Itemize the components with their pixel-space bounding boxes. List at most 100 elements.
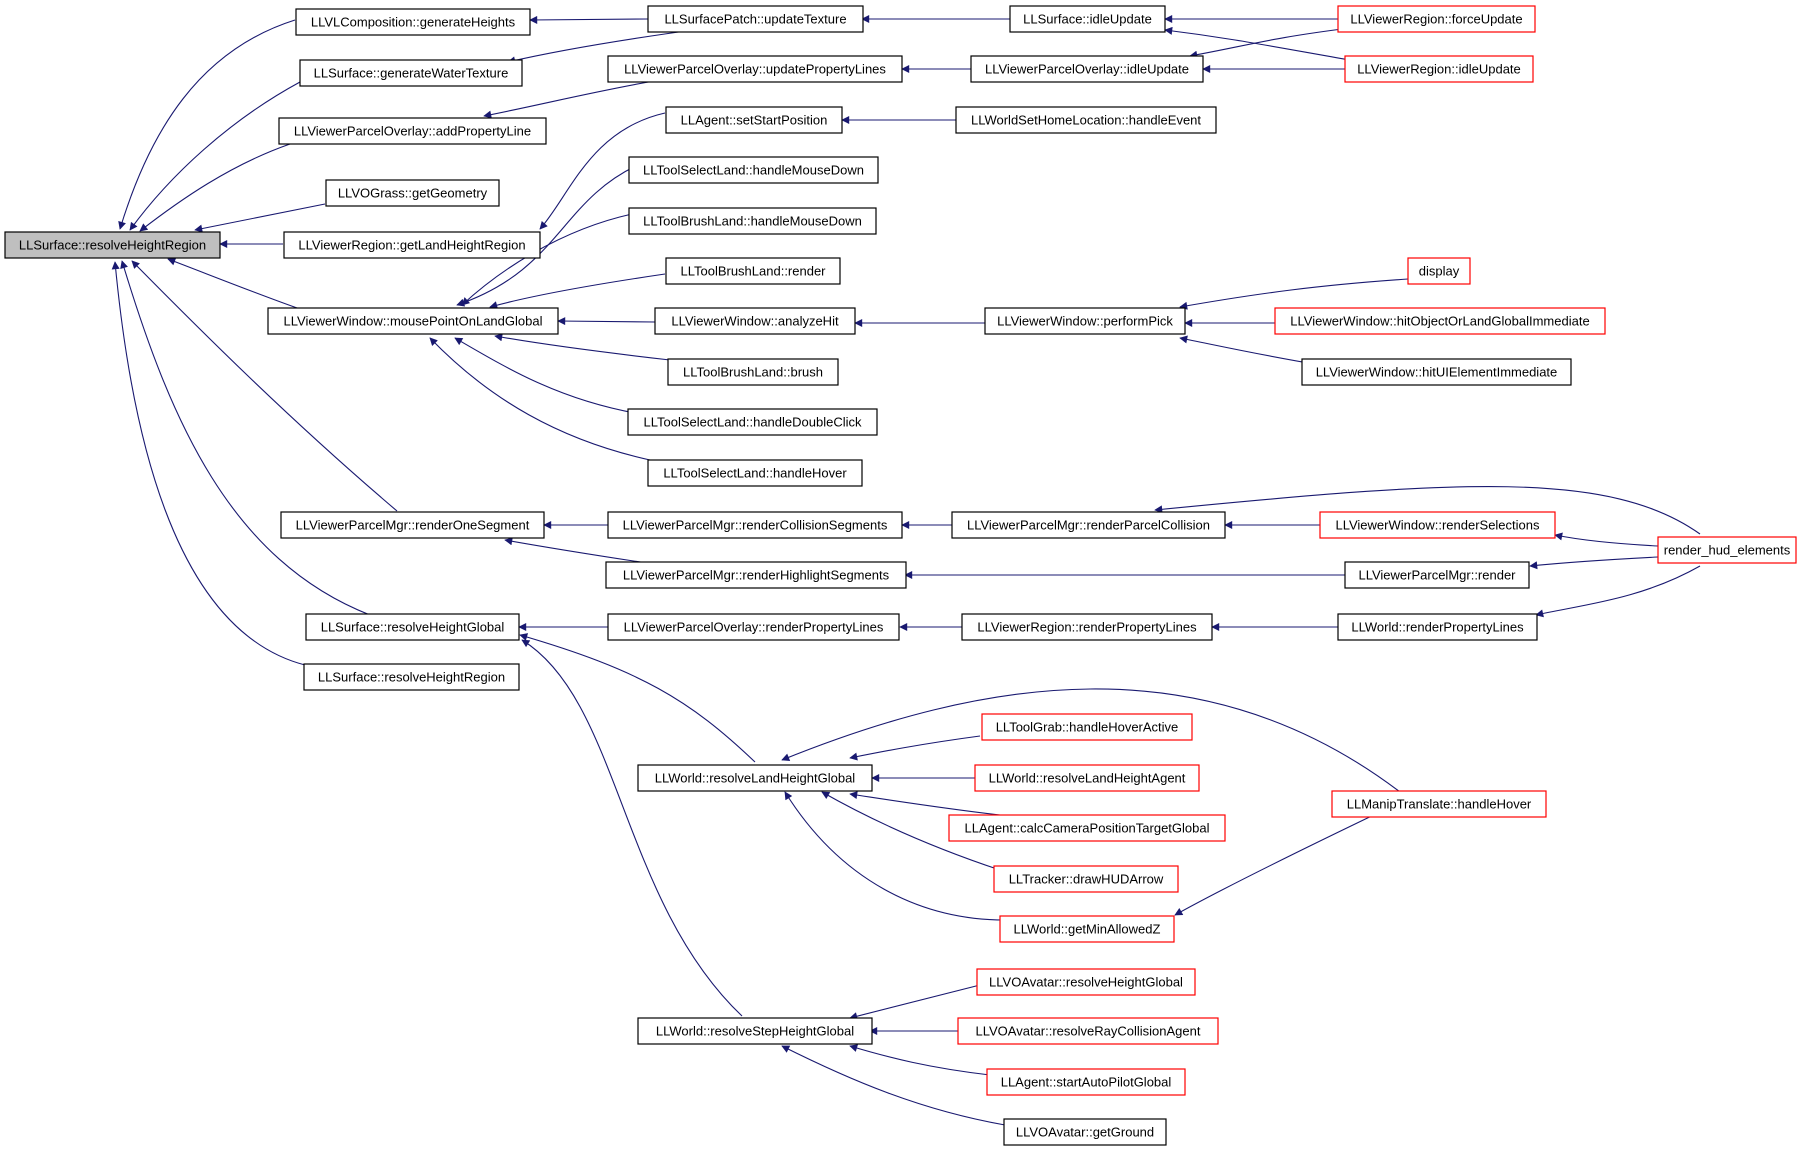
- node-label: LLToolBrushLand::handleMouseDown: [643, 214, 862, 229]
- node-minz[interactable]: LLWorld::getMinAllowedZ: [999, 915, 1175, 943]
- node-wlandagent[interactable]: LLWorld::resolveLandHeightAgent: [974, 764, 1200, 792]
- node-wlandh[interactable]: LLWorld::resolveLandHeightGlobal: [637, 764, 873, 792]
- node-avground[interactable]: LLVOAvatar::getGround: [1003, 1118, 1167, 1146]
- edge-wlandh-to-rhglobal: [519, 633, 756, 763]
- node-mouse[interactable]: LLViewerWindow::mousePointOnLandGlobal: [267, 307, 559, 335]
- node-analyze[interactable]: LLViewerWindow::analyzeHit: [654, 307, 856, 335]
- node-hitui[interactable]: LLViewerWindow::hitUIElementImmediate: [1301, 358, 1572, 386]
- node-rcollseg[interactable]: LLViewerParcelMgr::renderCollisionSegmen…: [607, 511, 903, 539]
- node-label: LLManipTranslate::handleHover: [1347, 797, 1532, 812]
- node-maniphover[interactable]: LLManipTranslate::handleHover: [1331, 790, 1547, 818]
- node-forceupd[interactable]: LLViewerRegion::forceUpdate: [1337, 5, 1536, 33]
- node-label: LLWorld::getMinAllowedZ: [1014, 922, 1161, 937]
- node-label: LLViewerParcelMgr::renderHighlightSegmen…: [623, 568, 890, 583]
- edge-display-to-perfpick: [1179, 278, 1409, 310]
- node-avrhg[interactable]: LLVOAvatar::resolveHeightGlobal: [976, 968, 1196, 996]
- node-label: LLToolSelectLand::handleMouseDown: [643, 163, 864, 178]
- node-label: render_hud_elements: [1664, 543, 1791, 558]
- edge-tslmd-to-mouse: [456, 163, 641, 307]
- node-updprop[interactable]: LLViewerParcelOverlay::updatePropertyLin…: [607, 55, 903, 83]
- edge-tsldbl-to-mouse: [454, 337, 641, 415]
- node-label: LLViewerWindow::hitObjectOrLandGlobalImm…: [1290, 314, 1589, 329]
- node-label: LLSurface::generateWaterTexture: [314, 66, 509, 81]
- node-pmrender[interactable]: LLViewerParcelMgr::render: [1344, 561, 1530, 589]
- node-label: LLSurface::resolveHeightGlobal: [321, 620, 505, 635]
- node-box: [647, 459, 863, 487]
- node-label: LLVOAvatar::getGround: [1016, 1125, 1154, 1140]
- node-label: LLViewerParcelMgr::renderParcelCollision: [967, 518, 1210, 533]
- node-genwater[interactable]: LLSurface::generateWaterTexture: [299, 59, 523, 87]
- node-label: display: [1419, 264, 1460, 279]
- node-rhregion2[interactable]: LLSurface::resolveHeightRegion: [303, 663, 520, 691]
- node-brush[interactable]: LLToolBrushLand::brush: [667, 358, 839, 386]
- node-perfpick[interactable]: LLViewerWindow::performPick: [984, 307, 1186, 335]
- node-wrproplines[interactable]: LLWorld::renderPropertyLines: [1337, 613, 1538, 641]
- node-hitobj[interactable]: LLViewerWindow::hitObjectOrLandGlobalImm…: [1274, 307, 1606, 335]
- node-box: [637, 764, 873, 792]
- edge-analyze-to-mouse: [557, 317, 656, 326]
- node-label: LLViewerParcelOverlay::updatePropertyLin…: [624, 62, 886, 77]
- node-vridle[interactable]: LLViewerRegion::idleUpdate: [1344, 55, 1534, 83]
- node-sethome[interactable]: LLWorldSetHomeLocation::handleEvent: [955, 106, 1217, 134]
- node-box: [970, 55, 1204, 83]
- node-addprop[interactable]: LLViewerParcelOverlay::addPropertyLine: [278, 117, 547, 145]
- edge-updprop-to-addprop: [483, 79, 661, 119]
- node-box: [1344, 561, 1530, 589]
- node-box: [981, 713, 1193, 741]
- edge-hud-to-pmrender: [1529, 556, 1659, 570]
- node-label: LLVOGrass::getGeometry: [338, 186, 488, 201]
- node-vlcomp[interactable]: LLVLComposition::generateHeights: [295, 8, 531, 36]
- node-label: LLViewerWindow::analyzeHit: [671, 314, 839, 329]
- node-vrproplines[interactable]: LLViewerRegion::renderPropertyLines: [961, 613, 1213, 641]
- node-box: [1009, 5, 1166, 33]
- node-grabhover[interactable]: LLToolGrab::handleHoverActive: [981, 713, 1193, 741]
- node-root[interactable]: LLSurface::resolveHeightRegion: [4, 231, 221, 259]
- edge-genwater-to-root: [129, 81, 301, 231]
- node-display[interactable]: display: [1407, 257, 1471, 285]
- node-patchupd[interactable]: LLSurfacePatch::updateTexture: [647, 5, 864, 33]
- edge-minz-to-wlandh: [784, 791, 1006, 921]
- node-box: [325, 179, 500, 207]
- node-box: [647, 5, 864, 33]
- node-hudarrow[interactable]: LLTracker::drawHUDArrow: [993, 865, 1179, 893]
- node-grass[interactable]: LLVOGrass::getGeometry: [325, 179, 500, 207]
- node-tsl-dbl[interactable]: LLToolSelectLand::handleDoubleClick: [627, 408, 878, 436]
- node-idleupd[interactable]: LLSurface::idleUpdate: [1009, 5, 1166, 33]
- node-calccam[interactable]: LLAgent::calcCameraPositionTargetGlobal: [948, 814, 1226, 842]
- edge-avrhg-to-wsteph: [849, 984, 981, 1021]
- edge-hud-to-rsel: [1554, 532, 1659, 547]
- edge-rhglobal-to-root: [120, 260, 371, 616]
- node-tbl-render[interactable]: LLToolBrushLand::render: [665, 257, 841, 285]
- node-label: LLViewerRegion::idleUpdate: [1357, 62, 1521, 77]
- node-label: LLAgent::setStartPosition: [681, 113, 828, 128]
- node-hud[interactable]: render_hud_elements: [1657, 536, 1797, 564]
- node-box: [607, 613, 900, 641]
- node-label: LLViewerWindow::mousePointOnLandGlobal: [284, 314, 543, 329]
- node-rproplines[interactable]: LLViewerParcelOverlay::renderPropertyLin…: [607, 613, 900, 641]
- node-getland[interactable]: LLViewerRegion::getLandHeightRegion: [283, 231, 541, 259]
- node-setstart[interactable]: LLAgent::setStartPosition: [665, 106, 843, 134]
- edge-addprop-to-root: [139, 143, 291, 232]
- edge-setstart-to-getland: [539, 112, 666, 230]
- node-label: LLViewerRegion::getLandHeightRegion: [298, 238, 525, 253]
- edge-tblrender-to-mouse: [489, 273, 666, 309]
- node-autopilot[interactable]: LLAgent::startAutoPilotGlobal: [986, 1068, 1186, 1096]
- node-tsl-md[interactable]: LLToolSelectLand::handleMouseDown: [628, 156, 879, 184]
- node-povidle[interactable]: LLViewerParcelOverlay::idleUpdate: [970, 55, 1204, 83]
- node-box: [1407, 257, 1471, 285]
- node-box: [999, 915, 1175, 943]
- node-rendseg[interactable]: LLViewerParcelMgr::renderOneSegment: [280, 511, 545, 539]
- node-tsl-hover[interactable]: LLToolSelectLand::handleHover: [647, 459, 863, 487]
- node-box: [1003, 1118, 1167, 1146]
- node-rhglobal[interactable]: LLSurface::resolveHeightGlobal: [305, 613, 520, 641]
- node-label: LLToolSelectLand::handleHover: [663, 466, 847, 481]
- node-label: LLSurfacePatch::updateTexture: [664, 12, 846, 27]
- node-rsel[interactable]: LLViewerWindow::renderSelections: [1319, 511, 1556, 539]
- node-tbl-md[interactable]: LLToolBrushLand::handleMouseDown: [628, 207, 877, 235]
- node-box: [957, 1017, 1219, 1045]
- node-wsteph[interactable]: LLWorld::resolveStepHeightGlobal: [637, 1017, 873, 1045]
- node-rhlseg[interactable]: LLViewerParcelMgr::renderHighlightSegmen…: [605, 561, 907, 589]
- node-avray[interactable]: LLVOAvatar::resolveRayCollisionAgent: [957, 1017, 1219, 1045]
- node-rparcoll[interactable]: LLViewerParcelMgr::renderParcelCollision: [951, 511, 1226, 539]
